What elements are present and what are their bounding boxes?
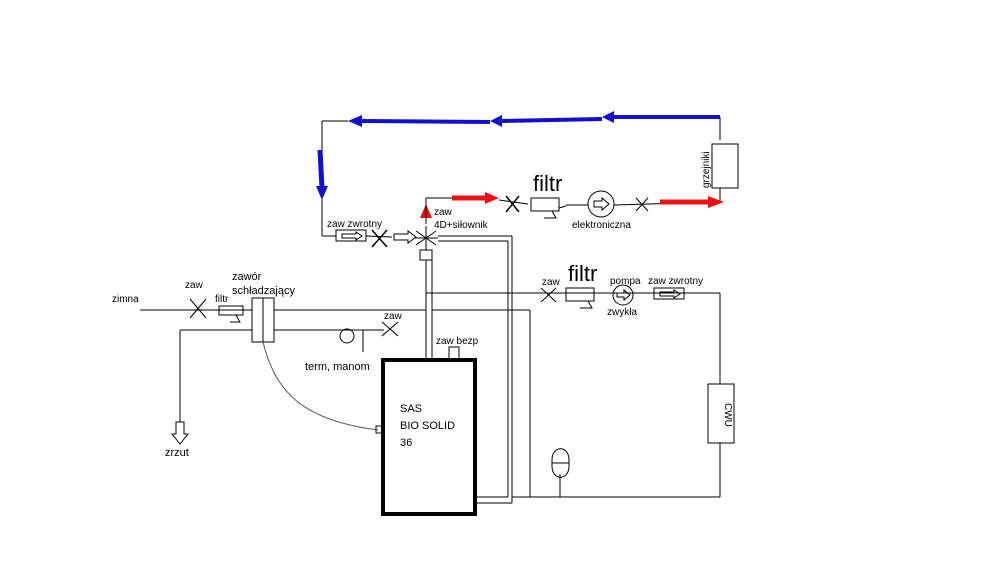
boiler-name-line2: BIO SOLID — [400, 420, 455, 432]
check-valve-left: zaw zwrotny — [322, 219, 393, 242]
filter-mid-label: filtr — [568, 261, 597, 286]
filter-mid: filtr — [565, 261, 597, 309]
four-way-valve-label-1: zaw — [434, 207, 453, 218]
radiator-unit: grzejniki — [701, 143, 739, 202]
boiler-supply-riser — [438, 235, 513, 504]
dhw-tank: CWU — [707, 383, 735, 444]
check-valve-right: zaw zwrotny — [648, 276, 703, 300]
pump-electronic: elektroniczna — [572, 190, 631, 231]
cooling-valve-label-2: schładzający — [232, 285, 295, 297]
pump-electronic-label: elektroniczna — [572, 220, 631, 231]
valve-right-label: zaw — [542, 277, 561, 288]
valve-mid-label: zaw — [384, 311, 403, 322]
safety-valve-label: zaw bezp — [436, 336, 479, 347]
valve-x-mid: zaw — [381, 311, 403, 337]
boiler-name-line3: 36 — [400, 437, 412, 449]
valve-cold-label: zaw — [185, 280, 204, 291]
dhw-loop — [426, 292, 721, 498]
supply-pipe — [420, 192, 724, 224]
filter-small-label: filtr — [215, 294, 229, 305]
four-way-valve: zaw 4D+siłownik — [393, 207, 489, 360]
valve-x-left — [371, 229, 388, 248]
radiator-label: grzejniki — [701, 151, 712, 188]
cold-water-label: zimna — [112, 294, 139, 305]
filter-top-label: filtr — [533, 171, 562, 196]
valve-x-after-pump — [635, 197, 649, 212]
check-valve-left-label: zaw zwrotny — [327, 219, 382, 230]
filter-top: filtr — [530, 171, 567, 219]
pump-regular: pompa zwykła — [607, 276, 641, 318]
drain-label: zrzut — [165, 447, 189, 459]
pump-regular-sub-label: zwykła — [607, 307, 637, 318]
filter-small: filtr — [215, 294, 244, 323]
valve-x-cold: zaw — [185, 280, 207, 319]
safety-valve: zaw bezp — [436, 336, 479, 360]
valve-x-supply — [505, 195, 520, 213]
cold-water-line: zimna zrzut — [112, 294, 426, 459]
expansion-vessel — [551, 448, 570, 497]
check-valve-right-label: zaw zwrotny — [648, 276, 703, 287]
cooling-valve-label-1: zawór — [232, 271, 262, 283]
four-way-valve-label-2: 4D+siłownik — [434, 220, 489, 231]
return-pipe — [316, 111, 721, 236]
cooling-valve: zawór schładzający — [232, 271, 383, 434]
dhw-tank-label: CWU — [722, 403, 733, 427]
thermo-manometer-label: term, manom — [305, 361, 370, 373]
boiler-name-line1: SAS — [400, 403, 422, 415]
pump-regular-label: pompa — [610, 276, 641, 287]
boiler: SAS BIO SOLID 36 — [381, 358, 477, 516]
thermo-manometer: term, manom — [305, 328, 370, 373]
valve-x-right: zaw — [540, 277, 561, 303]
